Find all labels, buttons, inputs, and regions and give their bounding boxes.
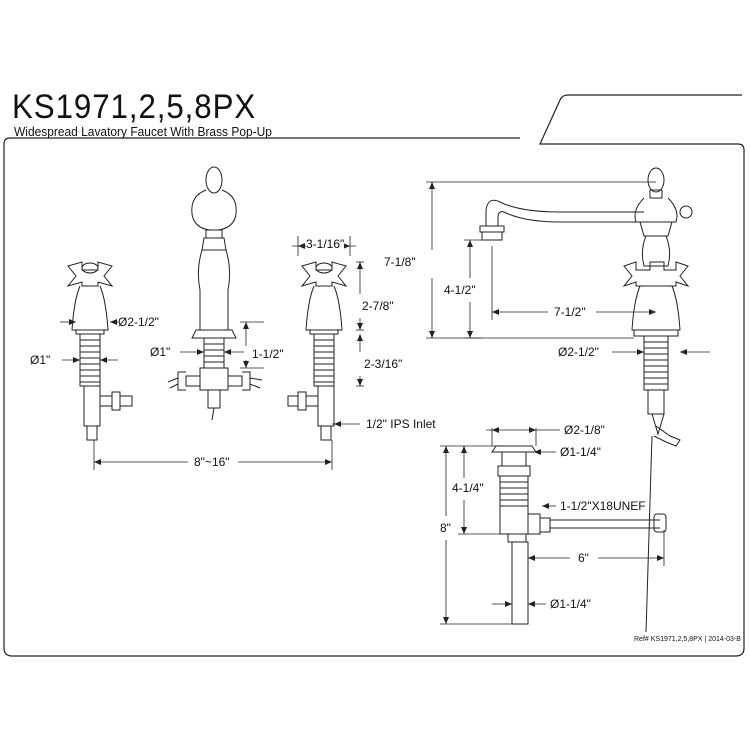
side-view-faucet	[479, 167, 693, 633]
dim-tailpiece-diameter: Ø1-1/4"	[550, 597, 591, 611]
dim-rod-length: 6"	[578, 551, 589, 565]
dim-shank-diameter-left: Ø1"	[30, 353, 51, 367]
right-handle-assembly	[287, 261, 348, 441]
dim-spread: 8"~16"	[194, 455, 230, 469]
dim-ips-inlet: 1/2" IPS Inlet	[366, 417, 436, 431]
dim-shank-diameter-center: Ø1"	[150, 345, 171, 359]
pop-up-drain	[491, 445, 667, 625]
dim-drain-thread: 1-1/2"X18UNEF	[560, 499, 646, 513]
dim-flange-diameter: Ø2-1/8"	[564, 423, 605, 437]
dim-drain-diameter-top: Ø1-1/4"	[560, 445, 601, 459]
dim-spout-height: 4-1/2"	[444, 283, 476, 297]
dimension-lines	[60, 181, 710, 625]
dim-base-diameter: Ø2-1/2"	[558, 345, 599, 359]
dimension-arrows	[69, 182, 687, 624]
center-spout-assembly	[167, 166, 263, 421]
dim-drain-body-height: 4-1/4"	[452, 481, 484, 495]
dim-handle-width: 3-1/16"	[306, 237, 345, 251]
dim-center-height: 1-1/2"	[252, 347, 284, 361]
dim-overall-height: 7-1/8"	[384, 255, 416, 269]
product-description: Widespread Lavatory Faucet With Brass Po…	[14, 124, 272, 139]
frame-tab-left	[3, 137, 520, 145]
dim-handle-diameter: Ø2-1/2"	[118, 315, 159, 329]
dim-spout-reach: 7-1/2"	[554, 305, 586, 319]
dim-handle-height: 2-7/8"	[362, 299, 394, 313]
reference-number: Ref# KS1971,2,5,8PX | 2014-03-B	[634, 636, 741, 643]
dim-drain-total-height: 8"	[440, 521, 451, 535]
drawing-frame	[3, 94, 745, 657]
dim-shank-length: 2-3/16"	[364, 357, 403, 371]
left-handle-assembly	[66, 261, 133, 441]
model-number: KS1971,2,5,8PX	[12, 88, 257, 126]
